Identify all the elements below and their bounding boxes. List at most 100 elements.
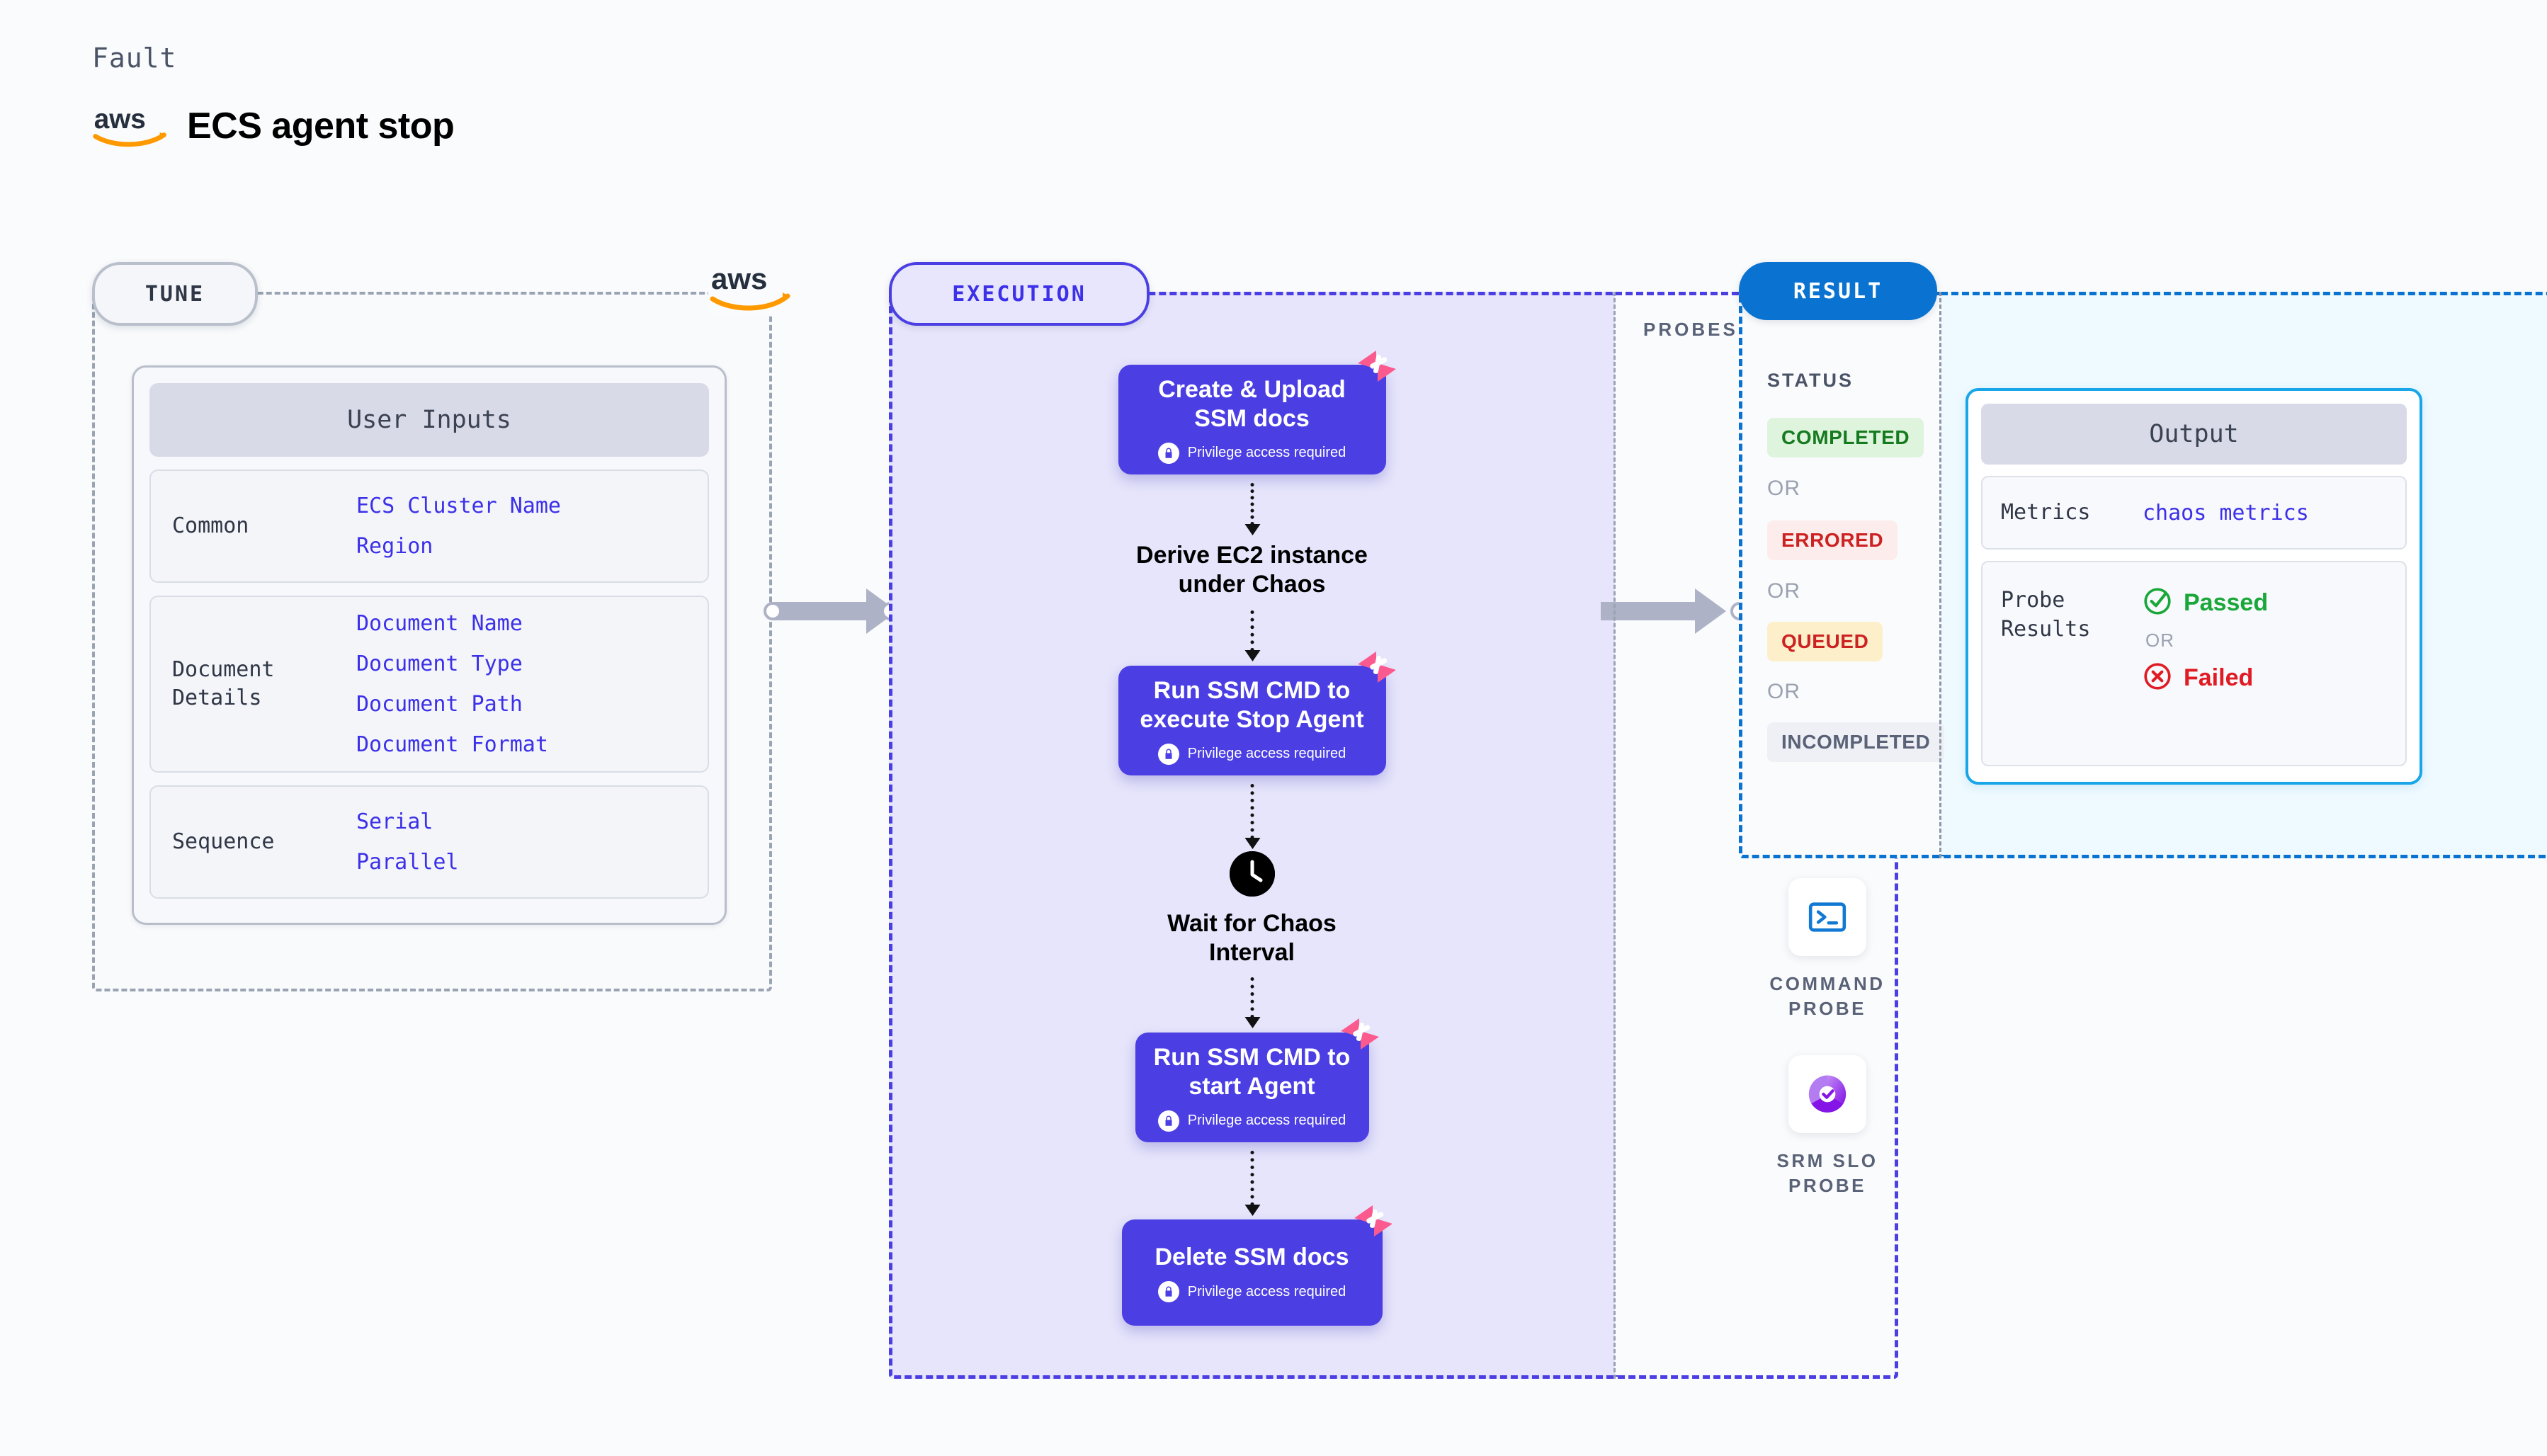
privilege-note: Privilege access required [1157,1110,1346,1132]
flow-node-run-ssm-cmd-stop-agent[interactable]: Run SSM CMD to execute Stop Agent Privil… [1118,652,1396,775]
probe-results-label: Probe Results [2001,588,2091,642]
probe-result-failed: Failed [2143,661,2268,695]
output-card: Output Metrics chaos metrics Probe Resul… [1965,388,2422,785]
metrics-label: Metrics [2001,499,2091,525]
privilege-note: Privilege access required [1157,743,1346,765]
passed-label: Passed [2184,589,2269,616]
connector-arrow-tune-execution [772,588,897,634]
group-name: Common [172,513,249,538]
user-inputs-card: User Inputs Common ECS Cluster Name Regi… [132,365,727,925]
page-header: Fault aws ECS agent stop [92,42,455,147]
or-separator: OR [1767,579,1800,603]
input-option[interactable]: Serial [356,809,433,834]
status-label: COMPLETED [1781,426,1910,448]
harness-logo-icon [1351,1202,1395,1239]
harness-logo-icon [1355,649,1399,686]
probe-label: COMMAND PROBE [1769,973,1885,1020]
status-label: ERRORED [1781,529,1884,551]
flow-connector [1244,483,1260,535]
harness-logo-icon [1338,1016,1382,1052]
input-option[interactable]: Document Path [356,692,523,717]
group-values: Document Name Document Type Document Pat… [356,611,548,757]
terminal-icon [1788,878,1866,956]
lock-icon [1157,1281,1179,1303]
result-divider [1939,292,1941,858]
flow-node-delete-ssm-docs[interactable]: Delete SSM docs Privilege access require… [1121,1205,1392,1326]
lock-icon [1157,743,1179,765]
clock-icon [1229,851,1275,897]
privilege-text: Privilege access required [1187,1283,1346,1299]
group-name: Sequence [172,829,275,854]
tune-pill[interactable]: TUNE [92,262,258,326]
input-group-common: Common ECS Cluster Name Region [149,470,709,583]
lock-icon [1157,1110,1179,1132]
input-option[interactable]: Document Format [356,732,548,757]
aws-logo-icon: aws [92,104,169,147]
status-title: STATUS [1767,370,1854,391]
flow-node-run-ssm-cmd-start-agent[interactable]: Run SSM CMD to start Agent Privilege acc… [1135,1018,1379,1142]
probe-label: SRM SLO PROBE [1776,1150,1878,1197]
status-badge-errored[interactable]: ERRORED [1767,521,1898,560]
node-title: Run SSM CMD to execute Stop Agent [1140,677,1364,733]
node-title: Run SSM CMD to start Agent [1153,1044,1351,1100]
aws-logo-icon: aws [708,261,792,314]
status-label: QUEUED [1781,630,1869,652]
lock-icon [1157,442,1179,464]
input-option[interactable]: ECS Cluster Name [356,494,561,518]
flow-connector [1244,784,1260,849]
input-group-sequence: Sequence Serial Parallel [149,785,709,899]
privilege-text: Privilege access required [1187,746,1346,762]
status-badge-completed[interactable]: COMPLETED [1767,418,1924,457]
svg-text:aws: aws [94,105,146,135]
status-label: INCOMPLETED [1781,731,1931,753]
flow-step-derive-ec2-instance: Derive EC2 instance under Chaos [1136,542,1368,598]
probe-result-passed: Passed [2143,586,2268,620]
user-inputs-title: User Inputs [149,383,709,457]
probe-item-srm-slo[interactable]: SRM SLO PROBE [1757,1055,1898,1198]
title-row: aws ECS agent stop [92,104,455,147]
input-group-document-details: Document Details Document Name Document … [149,596,709,773]
svg-text:aws: aws [711,262,767,295]
group-values: Serial Parallel [356,809,459,875]
connector-dot [764,602,782,620]
output-row-probe-results: Probe Results Passed OR [1981,561,2407,766]
privilege-text: Privilege access required [1187,445,1346,461]
probe-results-values: Passed OR Failed [2143,586,2268,695]
node-title: Delete SSM docs [1155,1243,1349,1270]
status-badge-queued[interactable]: QUEUED [1767,622,1883,661]
probe-item-command[interactable]: COMMAND PROBE [1757,878,1898,1021]
flow-connector [1244,977,1260,1028]
or-separator: OR [1767,680,1800,703]
status-badge-incompleted[interactable]: INCOMPLETED [1767,722,1945,762]
failed-label: Failed [2184,664,2254,691]
probes-title: PROBES [1643,319,1738,340]
privilege-text: Privilege access required [1187,1113,1346,1129]
page-title: ECS agent stop [187,106,455,147]
flow-node-create-upload-ssm-docs[interactable]: Create & Upload SSM docs Privilege acces… [1118,351,1396,474]
srm-slo-icon [1788,1055,1866,1133]
input-option[interactable]: Document Name [356,611,523,636]
flow-connector [1244,610,1260,661]
flow-step-wait-for-chaos-interval: Wait for Chaos Interval [1167,910,1337,966]
check-circle-icon [2143,586,2172,620]
x-circle-icon [2143,661,2172,695]
result-status-region [1739,292,1941,858]
tune-region: User Inputs Common ECS Cluster Name Regi… [92,292,772,991]
execution-pill[interactable]: EXECUTION [889,262,1150,326]
output-row-metrics: Metrics chaos metrics [1981,476,2407,550]
or-separator: OR [1767,477,1800,500]
metrics-value[interactable]: chaos metrics [2143,500,2309,525]
input-option[interactable]: Parallel [356,850,459,875]
fault-eyebrow: Fault [92,42,177,74]
execution-probes-divider [1613,292,1616,1379]
connector-arrow-execution-result [1601,588,1726,634]
input-option[interactable]: Document Type [356,652,523,676]
group-name: Document Details [172,656,275,711]
input-option[interactable]: Region [356,534,433,559]
output-title: Output [1981,404,2407,465]
harness-logo-icon [1355,348,1399,385]
node-title: Create & Upload SSM docs [1158,376,1346,432]
privilege-note: Privilege access required [1157,442,1346,464]
result-pill[interactable]: RESULT [1739,262,1937,320]
group-values: ECS Cluster Name Region [356,494,561,559]
